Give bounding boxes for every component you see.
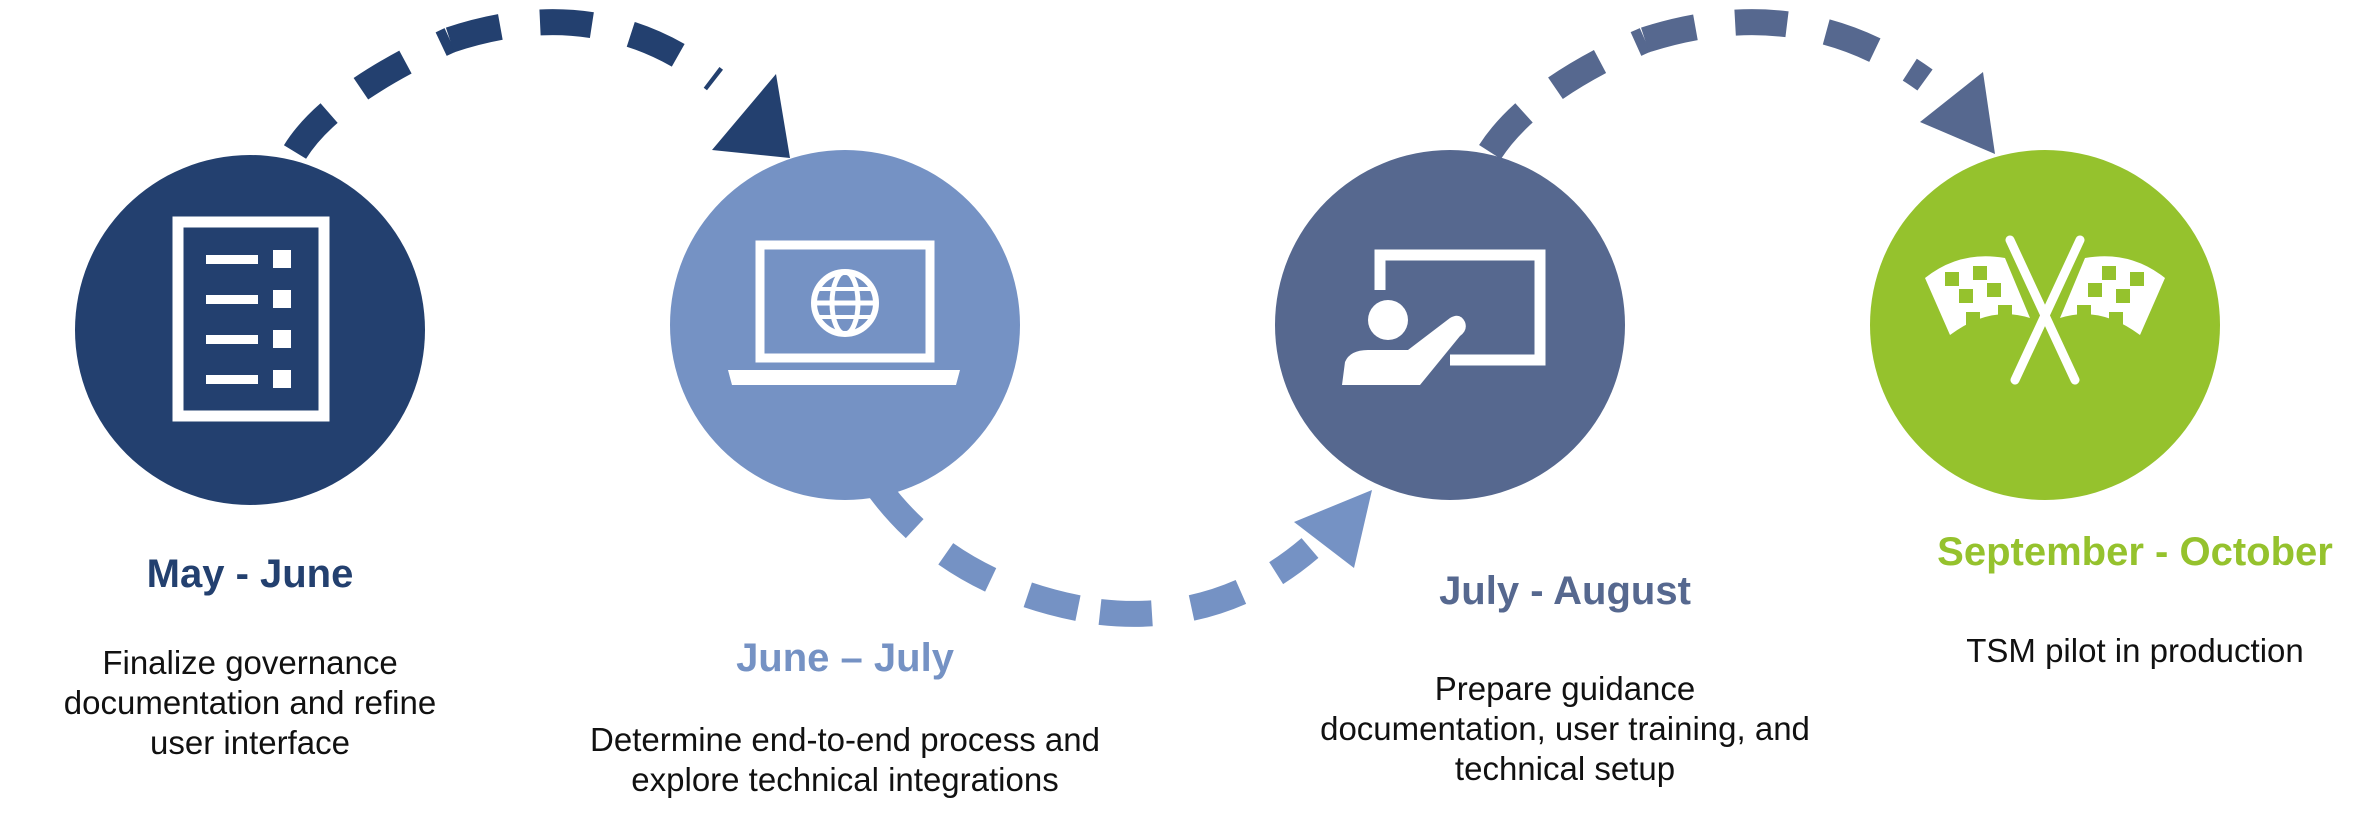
connector-2-arc (869, 482, 1372, 627)
phase-3-node (1275, 150, 1625, 500)
connector-1-arrowhead (712, 74, 790, 158)
phase-4-description: TSM pilot in production (1966, 632, 2304, 669)
phase-4-node (1870, 150, 2220, 500)
phase-3-description: Prepare guidance documentation, user tra… (1320, 670, 1810, 787)
presentation-trainer-icon (1342, 249, 1546, 385)
phase-2-node (670, 150, 1020, 500)
laptop-globe-icon (728, 240, 960, 385)
connector-1-arc (283, 9, 790, 160)
phase-2-title: June – July (736, 636, 954, 680)
phase-1-title: May - June (146, 552, 354, 596)
phase-2-description: Determine end-to-end process and explore… (590, 721, 1100, 798)
phase-1-description: Finalize governance documentation and re… (63, 644, 437, 761)
connector-3-arrowhead (1920, 72, 1995, 154)
phase-1-node (75, 155, 425, 505)
crossed-checkered-flags-icon (1925, 235, 2165, 385)
connector-3-arc (1479, 9, 1995, 160)
connector-2-arrowhead (1294, 490, 1372, 568)
phase-4-title: September - October (1937, 530, 2333, 574)
checklist-icon (172, 216, 330, 422)
phase-3-title: July - August (1439, 569, 1691, 613)
